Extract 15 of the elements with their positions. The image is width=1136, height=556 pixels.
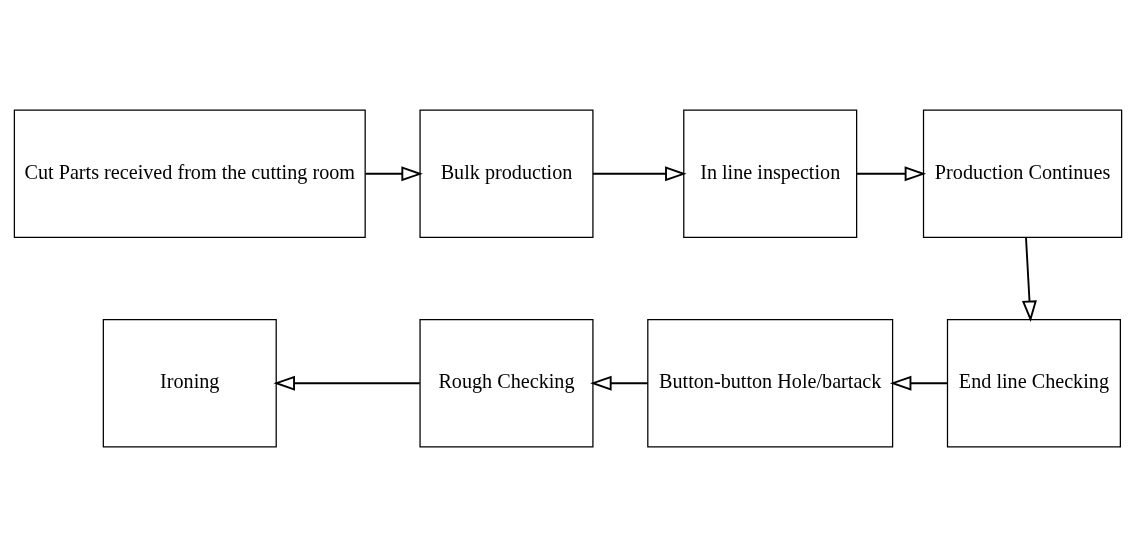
arrow (889, 375, 949, 391)
node-box: In line inspection (683, 108, 858, 238)
node-box: Ironing (102, 318, 277, 448)
arrow (590, 375, 649, 391)
node-box: Production Continues (922, 108, 1123, 238)
node-box: Bulk production (419, 108, 594, 238)
node-box: End line Checking (946, 318, 1121, 448)
arrow (1021, 236, 1037, 322)
node-box: Cut Parts received from the cutting room (13, 108, 366, 238)
node-box: Rough Checking (419, 318, 594, 448)
arrow (592, 165, 687, 181)
arrow (856, 165, 927, 181)
node-box: Button-button Hole/bartack (647, 318, 894, 448)
arrow (364, 165, 423, 181)
arrow (273, 375, 421, 391)
